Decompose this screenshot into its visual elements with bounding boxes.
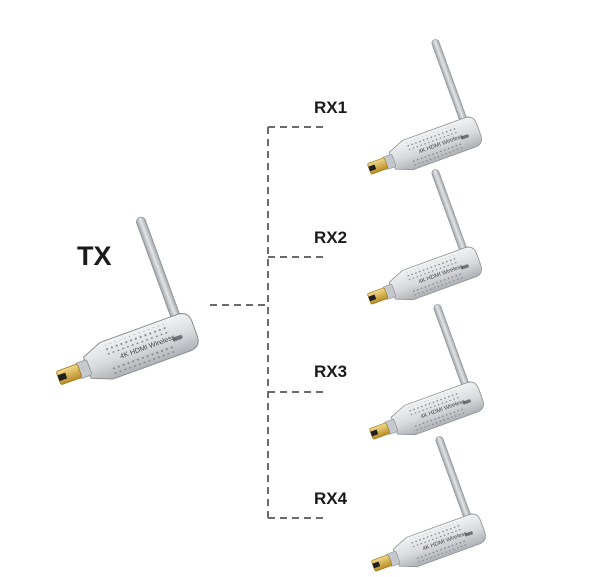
- tx-device: 4K HDMI Wireless: [15, 212, 202, 397]
- rx4-label: RX4: [314, 489, 348, 508]
- hdmi-dongle-icon: [334, 35, 485, 185]
- hdmi-dongle-icon: [336, 300, 487, 450]
- rx4-device: 4K HDMI Wireless: [338, 432, 489, 577]
- hdmi-dongle-icon: [334, 165, 485, 315]
- rx3-label: RX3: [314, 362, 347, 381]
- tx-label: TX: [77, 241, 112, 271]
- hdmi-dongle-icon: [338, 432, 489, 577]
- rx2-device: 4K HDMI Wireless: [334, 165, 485, 315]
- rx2-label: RX2: [314, 228, 347, 247]
- rx1-label: RX1: [314, 98, 347, 117]
- rx3-device: 4K HDMI Wireless: [336, 300, 487, 450]
- rx1-device: 4K HDMI Wireless: [334, 35, 485, 185]
